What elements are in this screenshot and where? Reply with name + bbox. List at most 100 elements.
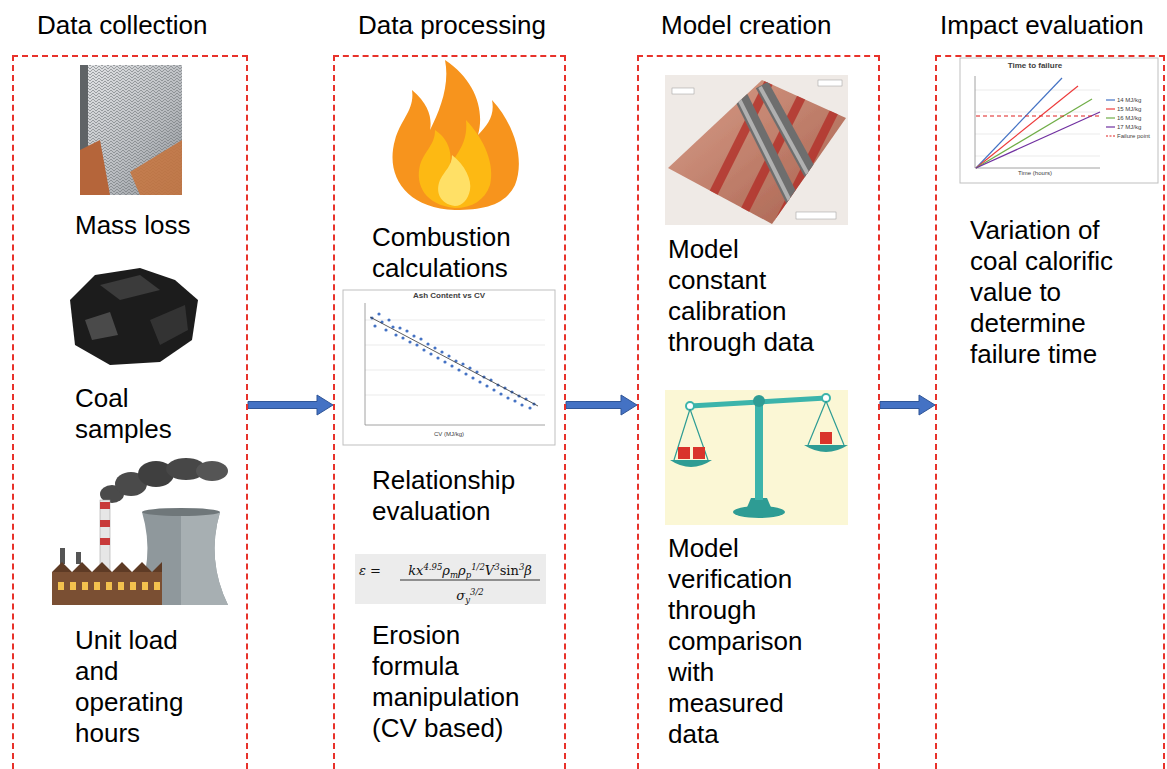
photo-ground bbox=[80, 65, 182, 195]
step-item: Coal samples bbox=[75, 383, 210, 445]
tag-box bbox=[796, 212, 836, 219]
formula-term: ρ bbox=[458, 563, 466, 578]
legend-label: 14 MJ/kg bbox=[1117, 96, 1141, 104]
formula-term: ρ bbox=[442, 563, 450, 578]
factory-stack bbox=[60, 548, 65, 564]
formula-term: 3 bbox=[494, 562, 499, 572]
series-line bbox=[976, 78, 1062, 168]
legend-entry: 15 MJ/kg bbox=[1106, 105, 1141, 113]
window bbox=[142, 582, 148, 590]
step-item: Unit load and operating hours bbox=[75, 625, 210, 749]
legend-line bbox=[1106, 135, 1115, 136]
formula-term: 3 bbox=[519, 562, 524, 572]
legend-line-sample bbox=[1106, 133, 1115, 139]
right-pan bbox=[804, 445, 848, 452]
pivot bbox=[753, 395, 765, 407]
formula-image bbox=[355, 554, 546, 604]
flame-inner bbox=[419, 120, 492, 208]
beam-end bbox=[686, 402, 694, 410]
legend-entry: 16 MJ/kg bbox=[1106, 114, 1141, 122]
gridlines bbox=[365, 320, 545, 395]
chart-text: CV (MJ/kg) bbox=[343, 431, 555, 438]
left-pan bbox=[670, 460, 712, 467]
chart-axes bbox=[975, 76, 1100, 168]
tube-highlight bbox=[760, 87, 826, 207]
tower-top bbox=[142, 508, 220, 516]
formula-term: β bbox=[524, 563, 532, 578]
weight-cube bbox=[693, 447, 705, 459]
step-item: Combustion calculations bbox=[372, 222, 532, 284]
flame-outer bbox=[393, 60, 519, 210]
chart-text: Time to failure bbox=[960, 61, 1110, 71]
step-label: Relationship evaluation bbox=[372, 465, 532, 527]
power-plant bbox=[52, 458, 228, 605]
step-label: Variation of coal calorific value to det… bbox=[970, 215, 1130, 370]
window bbox=[94, 582, 100, 590]
legend-label: Failure point bbox=[1117, 132, 1150, 140]
column-heading: Data collection bbox=[37, 10, 208, 41]
window bbox=[58, 582, 64, 590]
chart-axes bbox=[365, 303, 545, 425]
column-heading: Data processing bbox=[358, 10, 546, 41]
step-item: Mass loss bbox=[75, 210, 210, 241]
legend-line bbox=[1106, 117, 1115, 118]
tower-shade bbox=[181, 512, 228, 605]
legend-label: 16 MJ/kg bbox=[1117, 114, 1141, 122]
tube bbox=[762, 85, 828, 205]
formula-term: sin bbox=[500, 563, 519, 578]
column-heading: Impact evaluation bbox=[940, 10, 1144, 41]
step-label: Model constant calibration through data bbox=[668, 234, 828, 358]
formula-term: σ bbox=[456, 588, 465, 603]
step-item: Model constant calibration through data bbox=[668, 234, 828, 358]
formula-term: y bbox=[465, 595, 470, 605]
chart-text: Ash Content vs CV bbox=[343, 291, 555, 301]
step-label: Unit load and operating hours bbox=[75, 625, 210, 749]
step-label: Coal samples bbox=[75, 383, 210, 445]
window bbox=[70, 582, 76, 590]
trend-line bbox=[370, 317, 538, 406]
legend-line-sample bbox=[1106, 124, 1115, 130]
image-ground bbox=[665, 390, 848, 525]
scale-foot bbox=[745, 498, 773, 512]
formula-term: p bbox=[466, 570, 471, 580]
legend-label: 15 MJ/kg bbox=[1117, 105, 1141, 113]
window bbox=[82, 582, 88, 590]
chart-frame bbox=[960, 58, 1158, 183]
formula-ground bbox=[355, 554, 546, 604]
chimney-band bbox=[100, 538, 110, 545]
coal-facet bbox=[150, 305, 188, 345]
step-label: Combustion calculations bbox=[372, 222, 532, 284]
column-heading: Model creation bbox=[661, 10, 832, 41]
step-label: Erosion formula manipulation (CV based) bbox=[372, 620, 532, 744]
formula-term: ε = bbox=[359, 563, 381, 578]
legend-line bbox=[1106, 99, 1115, 100]
coal-facet bbox=[100, 275, 160, 300]
chart-frame bbox=[343, 290, 555, 445]
formula-row: σy3/2 bbox=[396, 582, 544, 610]
flow-arrow bbox=[248, 395, 333, 415]
legend-line bbox=[1106, 126, 1115, 127]
legend-line-sample bbox=[1106, 115, 1115, 121]
formula-row: kx4.95ρmρp1/2V3sin3β bbox=[396, 557, 544, 585]
copper-area bbox=[130, 140, 182, 195]
step-label: Mass loss bbox=[75, 210, 210, 241]
flow-arrow bbox=[566, 395, 637, 415]
flow-arrow bbox=[880, 395, 935, 415]
window bbox=[118, 582, 124, 590]
legend-entry: 14 MJ/kg bbox=[1106, 96, 1141, 104]
failure-chart bbox=[960, 58, 1158, 183]
window bbox=[106, 582, 112, 590]
coal-lump bbox=[70, 268, 198, 365]
smoke bbox=[196, 461, 228, 481]
legend-entry: 17 MJ/kg bbox=[1106, 123, 1141, 131]
step-item: Variation of coal calorific value to det… bbox=[970, 215, 1130, 370]
gridlines bbox=[975, 90, 1100, 156]
formula-term: 3/2 bbox=[470, 587, 484, 597]
factory-stack bbox=[76, 552, 81, 564]
stage-column: Impact evaluationVariation of coal calor… bbox=[935, 55, 1165, 769]
chart-text: Time (hours) bbox=[960, 170, 1110, 177]
window bbox=[130, 582, 136, 590]
step-item: Relationship evaluation bbox=[372, 465, 532, 527]
legend-line bbox=[1106, 108, 1115, 109]
factory-roof bbox=[52, 562, 162, 572]
